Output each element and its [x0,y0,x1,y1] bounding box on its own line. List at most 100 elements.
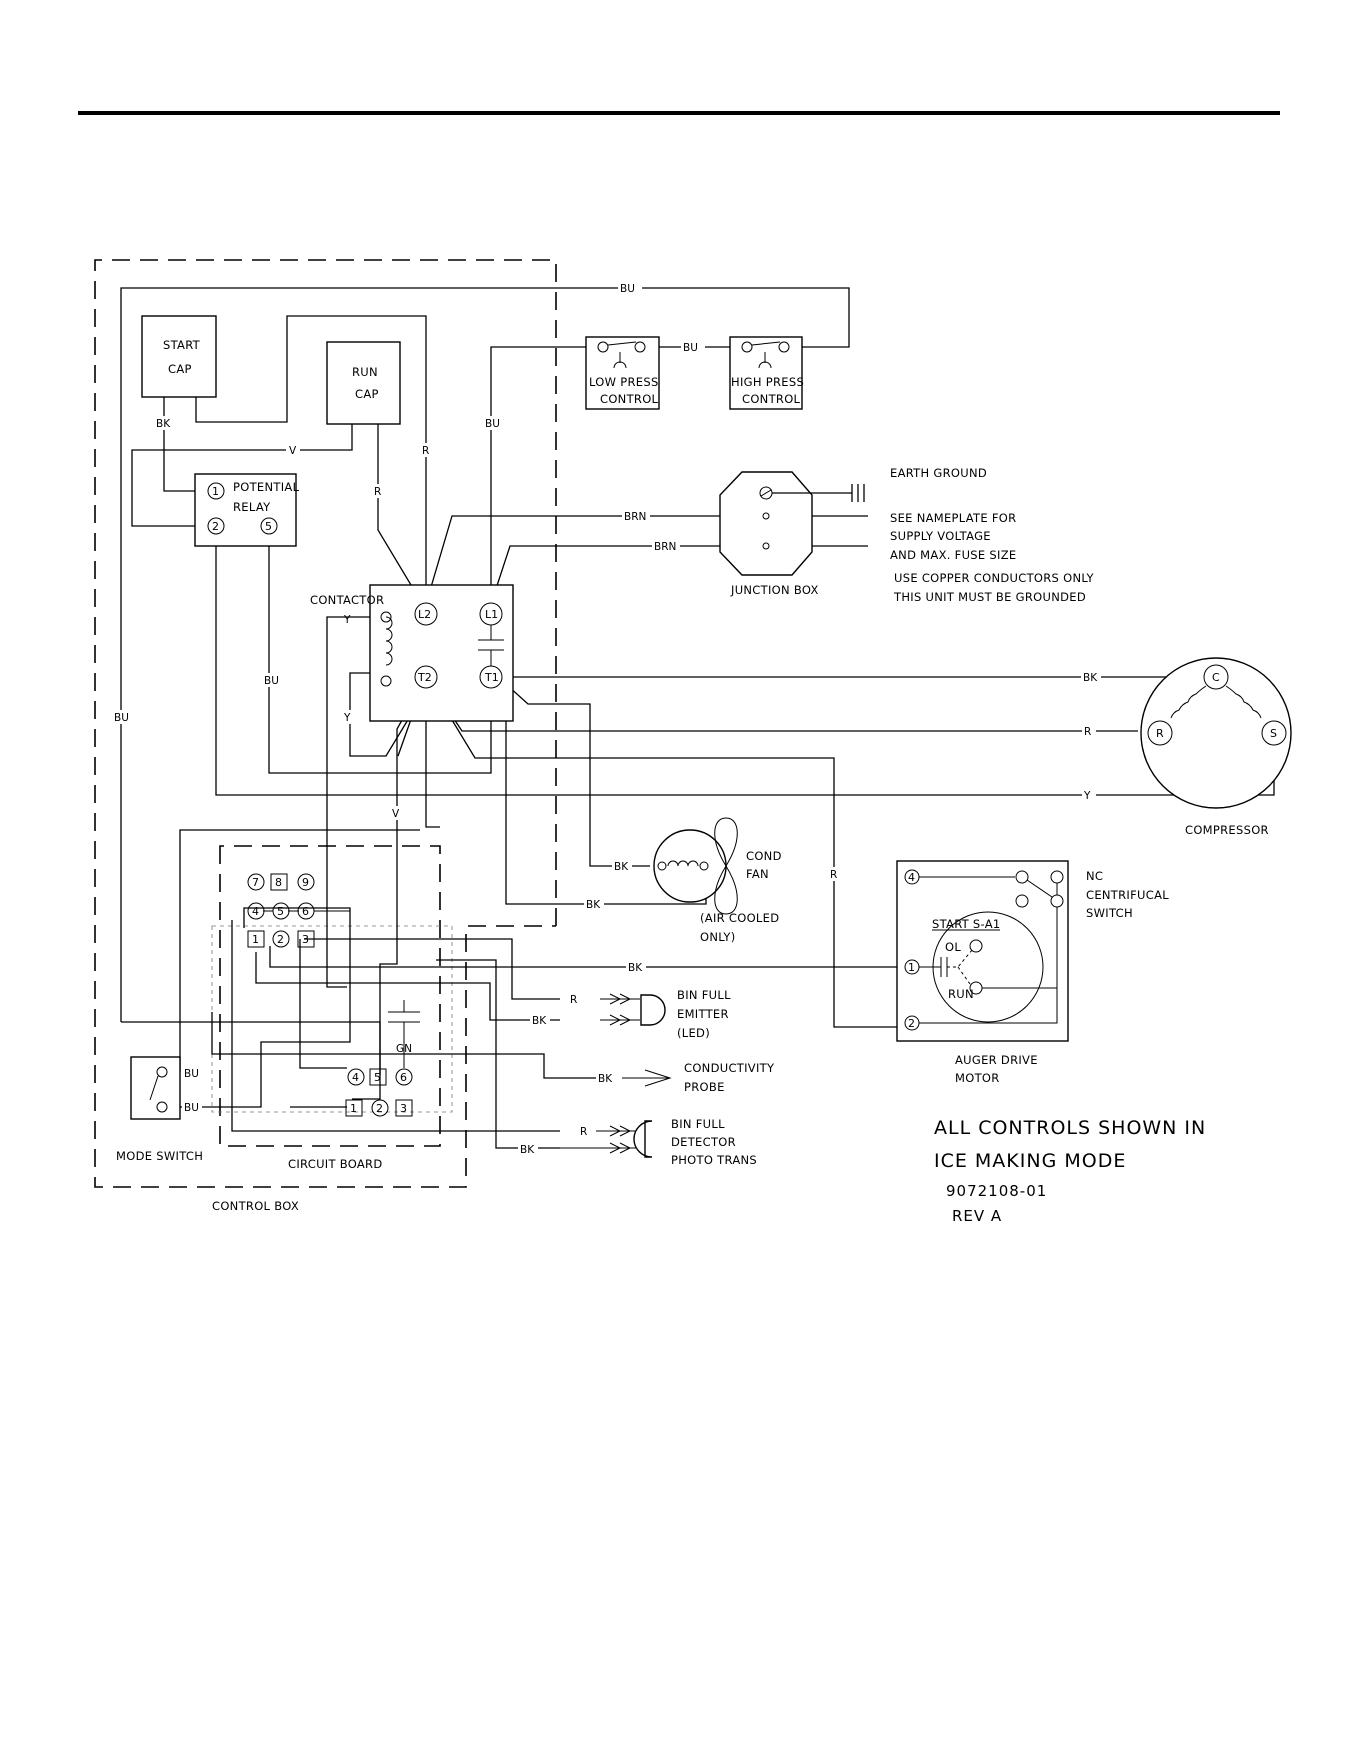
start-cap: START CAP [141,315,217,398]
svg-text:L2: L2 [418,608,431,621]
conductivity-probe: CONDUCTIVITY PROBE [622,1061,775,1094]
nameplate-line-2: SUPPLY VOLTAGE [890,529,991,543]
bin-full-detector: BIN FULL DETECTOR PHOTO TRANS [544,1117,757,1167]
svg-text:BK: BK [156,418,171,430]
svg-text:T1: T1 [484,671,499,684]
svg-text:BU: BU [485,418,500,430]
potential-relay: 1 2 5 POTENTIAL RELAY [194,473,299,547]
svg-text:9: 9 [302,876,309,889]
svg-text:AUGER DRIVE: AUGER DRIVE [955,1053,1038,1067]
svg-text:BK: BK [532,1015,547,1027]
svg-text:MODE SWITCH: MODE SWITCH [116,1149,203,1163]
svg-text:START S-A1: START S-A1 [932,917,1001,931]
svg-text:R: R [1156,727,1164,740]
svg-text:T2: T2 [417,671,432,684]
nameplate-line-1: SEE NAMEPLATE FOR [890,511,1016,525]
svg-text:3: 3 [400,1102,407,1115]
run-cap: RUN CAP [326,341,401,425]
svg-text:DETECTOR: DETECTOR [671,1135,736,1149]
svg-text:JUNCTION BOX: JUNCTION BOX [730,583,819,597]
svg-text:BIN FULL: BIN FULL [677,988,731,1002]
svg-text:1: 1 [252,933,259,946]
svg-text:6: 6 [400,1071,407,1084]
high-press-control: HIGH PRESS CONTROL [729,336,804,410]
svg-text:EMITTER: EMITTER [677,1007,729,1021]
svg-text:4: 4 [908,871,915,884]
compressor: C R S COMPRESSOR [1140,657,1292,837]
svg-text:2: 2 [376,1102,383,1115]
svg-text:1: 1 [212,485,219,498]
svg-text:1: 1 [908,961,915,974]
svg-text:BU: BU [264,675,279,687]
svg-text:CONDUCTIVITY: CONDUCTIVITY [684,1061,775,1075]
svg-text:ONLY): ONLY) [700,930,736,944]
svg-text:PROBE: PROBE [684,1080,725,1094]
svg-text:BK: BK [628,962,643,974]
svg-text:BK: BK [520,1144,535,1156]
svg-text:2: 2 [212,520,219,533]
svg-text:BRN: BRN [624,511,646,523]
svg-text:BK: BK [614,861,629,873]
svg-text:NC: NC [1086,869,1103,883]
earth-ground-label: EARTH GROUND [890,466,987,480]
copper-note-2: THIS UNIT MUST BE GROUNDED [893,590,1086,604]
svg-text:BU: BU [620,283,635,295]
svg-text:CAP: CAP [355,387,379,401]
svg-text:BK: BK [586,899,601,911]
svg-text:CIRCUIT BOARD: CIRCUIT BOARD [288,1157,383,1171]
svg-text:4: 4 [352,1071,359,1084]
svg-text:6: 6 [302,905,309,918]
control-box-label: CONTROL BOX [212,1199,299,1213]
svg-text:(LED): (LED) [677,1026,710,1040]
note-line-1: ALL CONTROLS SHOWN IN [934,1117,1206,1139]
part-number: 9072108-01 [946,1182,1047,1200]
svg-text:CAP: CAP [168,362,192,376]
circuit-board: 7 8 9 4 5 6 1 2 3 4 5 6 1 2 3 [247,873,420,1171]
svg-text:SWITCH: SWITCH [1086,906,1133,920]
svg-text:R: R [374,486,381,498]
svg-text:8: 8 [275,876,282,889]
svg-text:7: 7 [252,876,259,889]
svg-text:5: 5 [265,520,272,533]
svg-text:CONTACTOR: CONTACTOR [310,593,384,607]
svg-text:R: R [580,1126,587,1138]
svg-text:V: V [289,445,297,457]
svg-text:R: R [422,445,429,457]
svg-text:COMPRESSOR: COMPRESSOR [1185,823,1269,837]
copper-note-1: USE COPPER CONDUCTORS ONLY [894,571,1095,585]
svg-text:S: S [1270,727,1277,740]
svg-text:PHOTO TRANS: PHOTO TRANS [671,1153,757,1167]
svg-text:LOW PRESS: LOW PRESS [589,375,659,389]
bin-full-emitter: BIN FULL EMITTER (LED) [600,988,731,1040]
svg-text:CONTROL: CONTROL [600,392,659,406]
svg-text:5: 5 [374,1071,381,1084]
mode-switch: MODE SWITCH [116,1056,203,1163]
svg-text:R: R [1084,726,1091,738]
svg-text:BIN FULL: BIN FULL [671,1117,725,1131]
svg-text:4: 4 [252,905,259,918]
junction-box: JUNCTION BOX [719,471,865,597]
svg-text:R: R [570,994,577,1006]
svg-text:RELAY: RELAY [233,500,271,514]
nameplate-line-3: AND MAX. FUSE SIZE [890,548,1016,562]
cond-fan: COND FAN (AIR COOLED ONLY) [653,817,781,944]
note-line-2: ICE MAKING MODE [934,1150,1126,1172]
low-press-control: LOW PRESS CONTROL [585,336,660,410]
svg-text:MOTOR: MOTOR [955,1071,1000,1085]
svg-text:C: C [1212,671,1220,684]
svg-text:BK: BK [1083,672,1098,684]
svg-text:HIGH PRESS: HIGH PRESS [731,375,804,389]
svg-text:CENTRIFUCAL: CENTRIFUCAL [1086,888,1169,902]
svg-text:BU: BU [114,712,129,724]
svg-text:(AIR COOLED: (AIR COOLED [700,911,779,925]
svg-text:START: START [163,338,201,352]
svg-text:2: 2 [908,1017,915,1030]
svg-text:3: 3 [302,933,309,946]
svg-text:5: 5 [277,905,284,918]
auger-drive-motor: 4 1 2 START S-A1 OL RUN NC CENTRIFUCAL S… [896,860,1169,1085]
svg-text:L1: L1 [485,608,498,621]
svg-text:RUN: RUN [948,987,974,1001]
control-box-outline [94,259,557,1188]
contactor: L2 L1 T2 T1 CONTACTOR Y [310,584,514,722]
revision: REV A [952,1207,1002,1225]
